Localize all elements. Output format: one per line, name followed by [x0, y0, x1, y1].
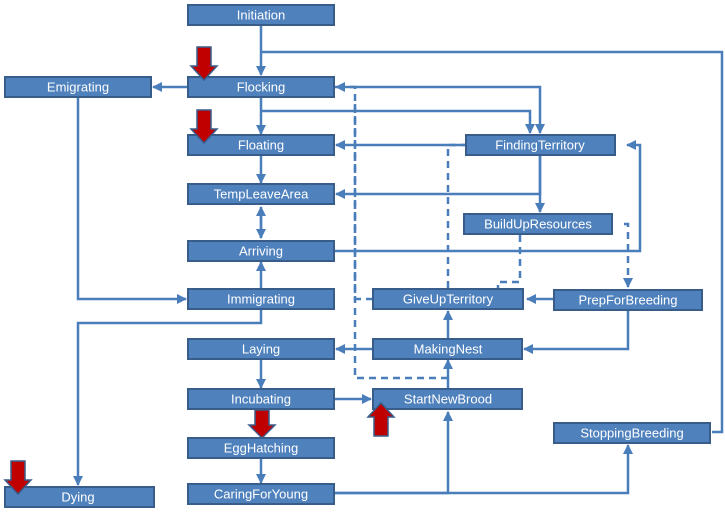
node-initiation[interactable]: Initiation: [187, 4, 335, 26]
node-emigrating[interactable]: Emigrating: [4, 76, 152, 98]
node-label-prep-for-breeding: PrepForBreeding: [579, 293, 678, 308]
edge-immigrating-dying: [73, 309, 263, 486]
node-label-emigrating: Emigrating: [47, 80, 109, 95]
node-label-immigrating: Immigrating: [227, 292, 295, 307]
edge-prepforbreeding-makingnest: [523, 311, 630, 354]
down-arrow-icon: [247, 409, 277, 440]
node-prep-for-breeding[interactable]: PrepForBreeding: [553, 289, 703, 311]
node-build-up-resources[interactable]: BuildUpResources: [463, 213, 613, 235]
node-label-build-up-resources: BuildUpResources: [484, 217, 592, 232]
node-label-finding-territory: FindingTerritory: [495, 138, 585, 153]
node-label-making-nest: MakingNest: [414, 342, 483, 357]
edge-arriving-findingterritory: [334, 140, 642, 253]
node-label-incubating: Incubating: [231, 392, 291, 407]
node-temp-leave-area[interactable]: TempLeaveArea: [187, 183, 335, 205]
node-label-flocking: Flocking: [237, 80, 285, 95]
node-dying[interactable]: Dying: [4, 486, 155, 508]
edge-caringforyoung-startnewbrood: [334, 411, 453, 495]
edge-emigrating-immigrating: [76, 97, 187, 304]
node-caring-for-young[interactable]: CaringForYoung: [187, 483, 335, 505]
edge-buildupresources-prepforbreeding: [623, 222, 633, 288]
edge-findingterritory-templeavearea: [335, 156, 542, 199]
node-incubating[interactable]: Incubating: [187, 388, 335, 410]
node-arriving[interactable]: Arriving: [187, 240, 335, 262]
node-start-new-brood[interactable]: StartNewBrood: [372, 388, 523, 410]
node-egg-hatching[interactable]: EggHatching: [187, 437, 335, 459]
node-label-give-up-territory: GiveUpTerritory: [403, 292, 494, 307]
node-label-stopping-breeding: StoppingBreeding: [580, 426, 683, 441]
node-label-laying: Laying: [242, 342, 280, 357]
node-give-up-territory[interactable]: GiveUpTerritory: [372, 288, 524, 310]
edge-buildupresources-giveuptterritory: [496, 235, 522, 288]
node-label-arriving: Arriving: [239, 244, 283, 259]
edge-floating-findingterritory: [261, 109, 535, 134]
node-floating[interactable]: Floating: [187, 134, 335, 156]
node-stopping-breeding[interactable]: StoppingBreeding: [553, 422, 711, 444]
node-label-dying: Dying: [61, 490, 94, 505]
marker-arrows: [3, 46, 396, 496]
node-making-nest[interactable]: MakingNest: [372, 338, 523, 360]
edge-caringforyoung-stoppingbreeding: [334, 444, 633, 495]
node-label-start-new-brood: StartNewBrood: [404, 392, 492, 407]
node-laying[interactable]: Laying: [187, 338, 335, 360]
node-flocking[interactable]: Flocking: [187, 76, 335, 98]
node-label-caring-for-young: CaringForYoung: [214, 487, 308, 502]
node-finding-territory[interactable]: FindingTerritory: [465, 134, 616, 156]
up-arrow-icon: [366, 401, 396, 437]
down-arrow-icon: [189, 46, 219, 82]
node-label-temp-leave-area: TempLeaveArea: [214, 187, 309, 202]
node-label-egg-hatching: EggHatching: [224, 441, 298, 456]
edges: [73, 25, 724, 495]
node-label-floating: Floating: [238, 138, 284, 153]
edge-startnewbrood-flocking: [353, 100, 448, 380]
edge-flocking-findingterritory: [334, 85, 545, 134]
down-arrow-icon: [3, 460, 33, 496]
down-arrow-icon: [189, 109, 219, 145]
node-immigrating[interactable]: Immigrating: [187, 288, 335, 310]
node-label-initiation: Initiation: [237, 8, 285, 23]
nodes: Initiation Emigrating Flocking Floating …: [4, 4, 711, 508]
edge-initiation-stoppingbreeding: [261, 50, 724, 434]
